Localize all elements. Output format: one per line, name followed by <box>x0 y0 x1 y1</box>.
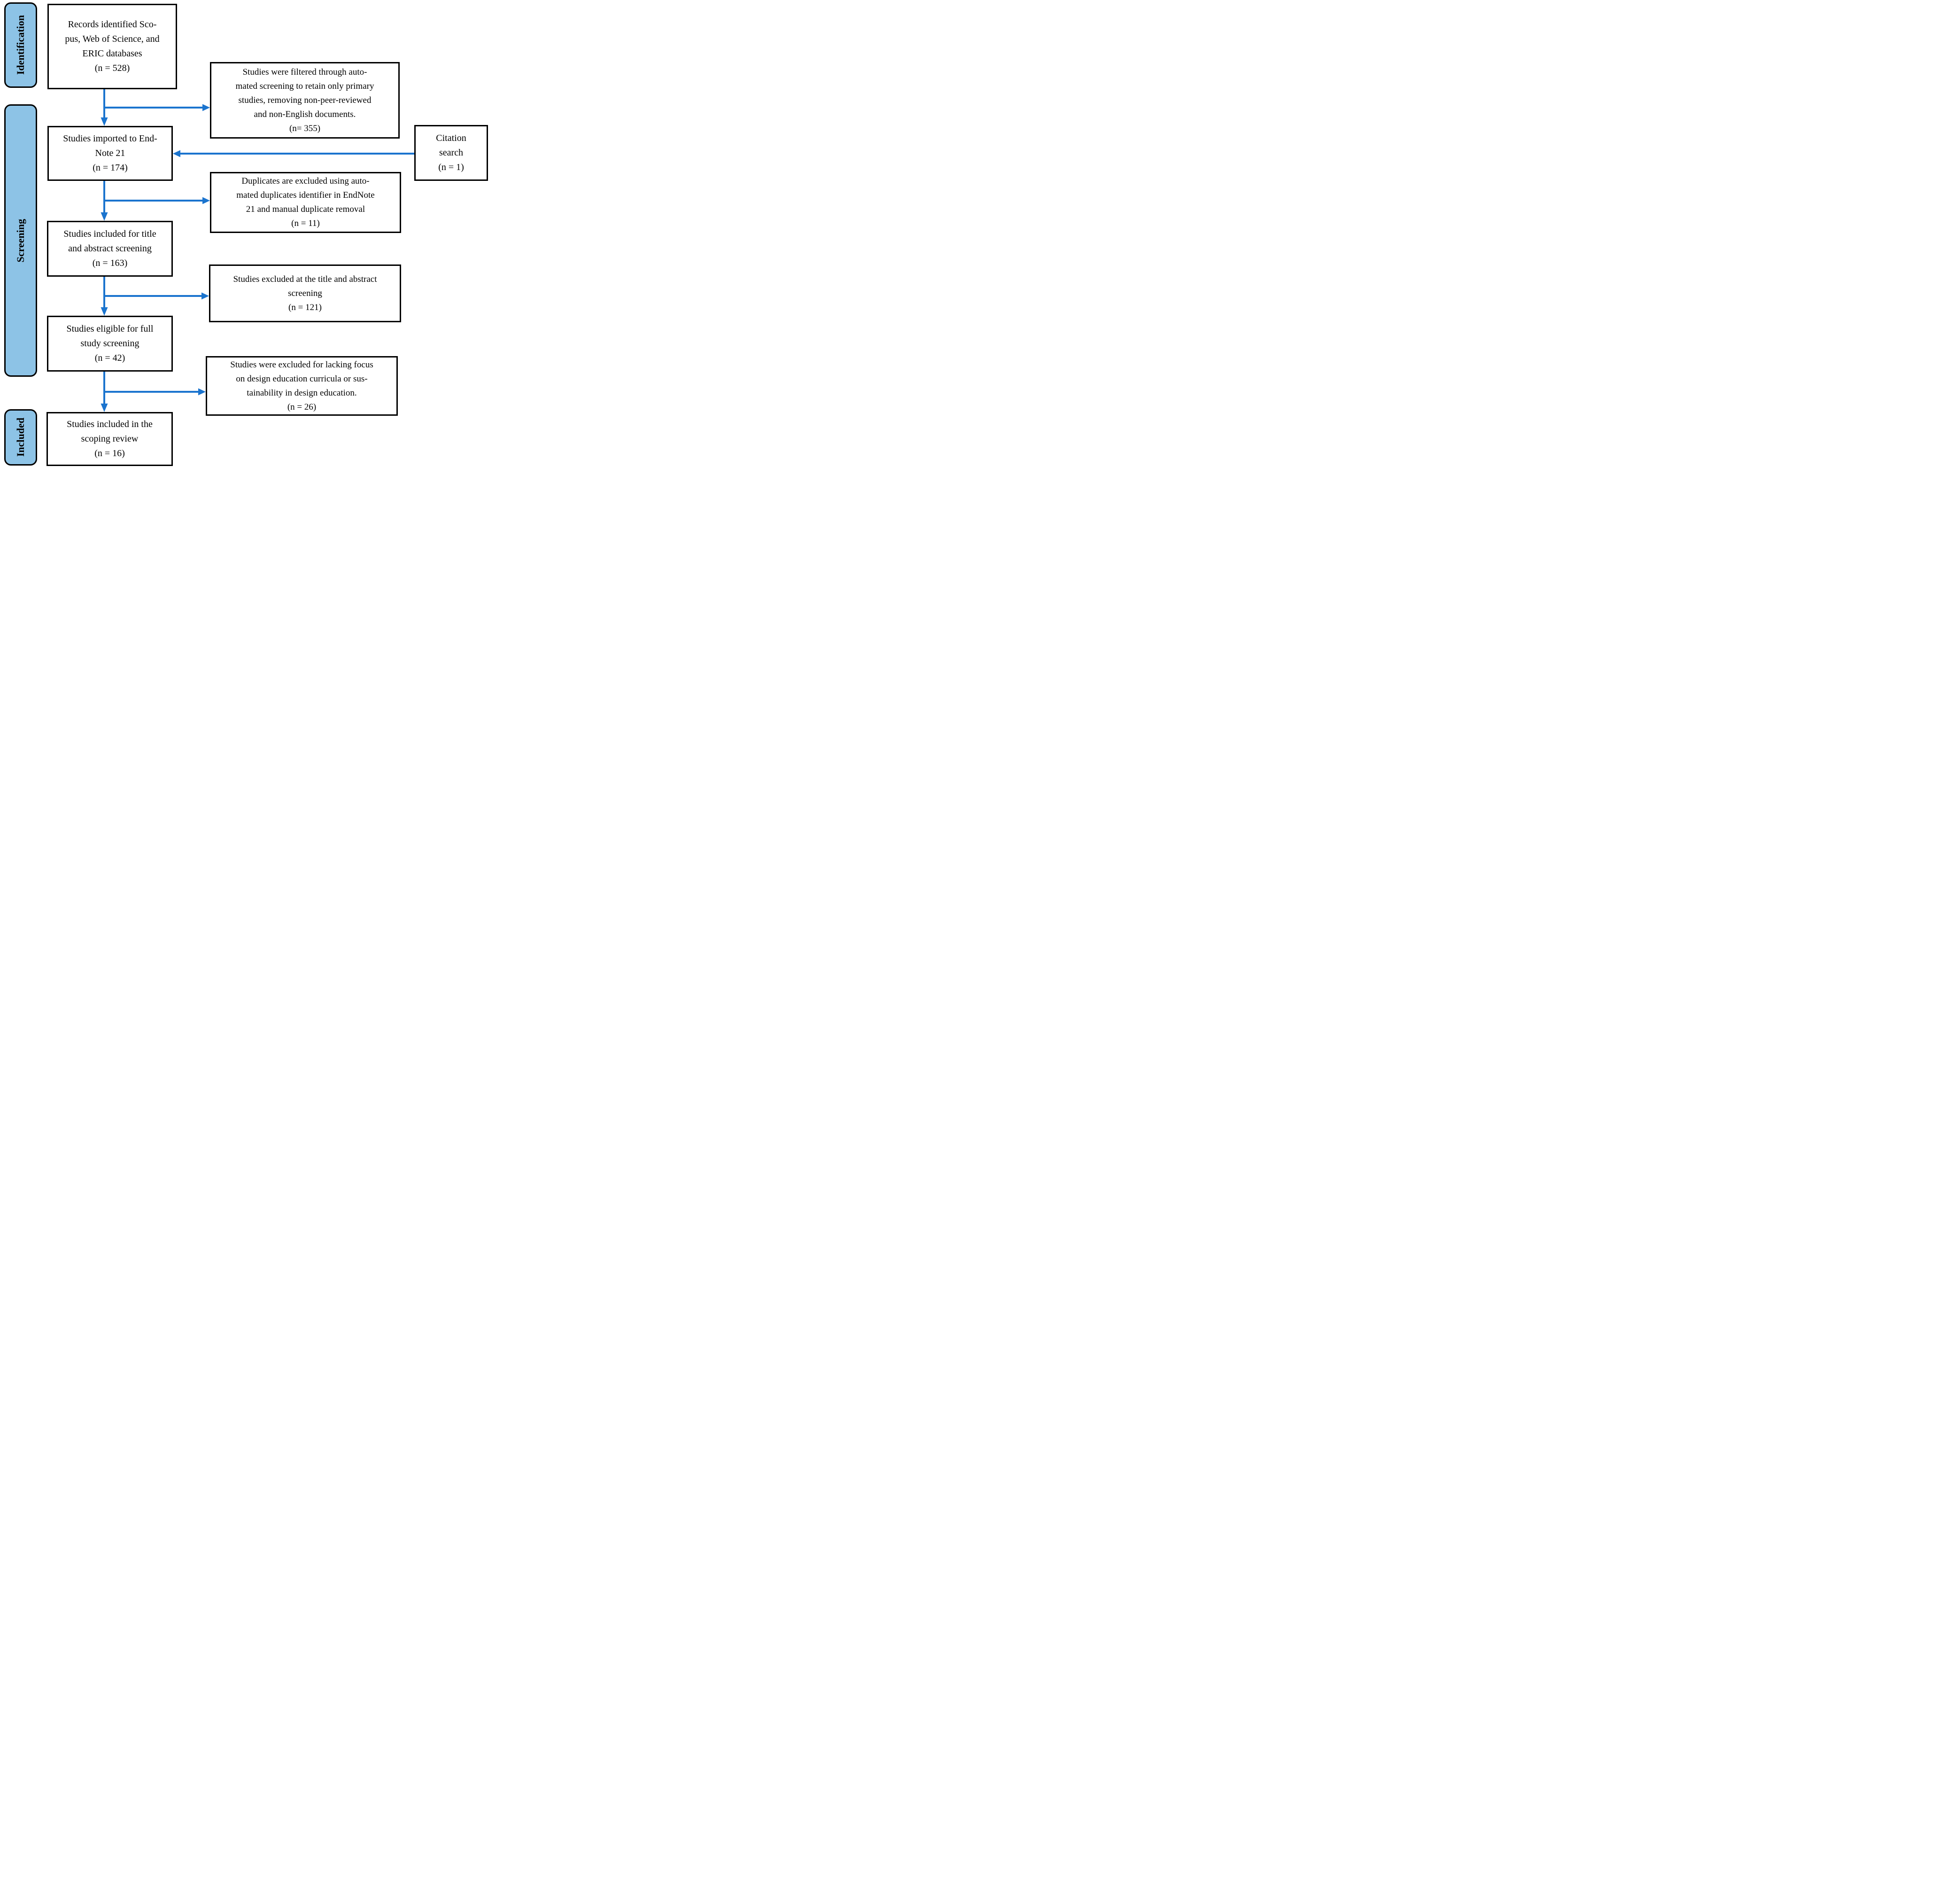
stage-label-screening: Screening <box>4 104 37 377</box>
flow-box-title-abstract-screening-text: Studies included for title and abstract … <box>63 229 156 268</box>
flow-box-excluded-lacking-focus: Studies were excluded for lacking focus … <box>206 356 398 416</box>
arrowhead-into-excluded-title <box>201 292 209 300</box>
flow-box-imported-endnote-text: Studies imported to End- Note 21 (n = 17… <box>63 133 157 173</box>
stage-label-included-text: Included <box>15 418 26 457</box>
stage-label-included: Included <box>4 409 37 466</box>
flow-box-included-scoping-review: Studies included in the scoping review (… <box>46 412 173 466</box>
prisma-flow-diagram: Identification Screening Included Record… <box>0 0 490 472</box>
flow-box-records-identified: Records identified Sco- pus, Web of Scie… <box>47 4 177 89</box>
flow-arrows <box>101 89 414 412</box>
flow-box-citation-search-text: Citation search (n = 1) <box>436 133 466 172</box>
arrowhead-into-excluded-focus <box>198 388 206 396</box>
flow-box-eligible-full-study: Studies eligible for full study screenin… <box>47 316 173 372</box>
arrowhead-into-duplicates <box>202 197 210 204</box>
flow-box-duplicates-excluded: Duplicates are excluded using auto- mate… <box>210 172 401 233</box>
stage-label-identification: Identification <box>4 2 37 88</box>
flow-box-duplicates-excluded-text: Duplicates are excluded using auto- mate… <box>236 176 375 228</box>
arrowhead-into-eligible <box>101 307 108 316</box>
stage-label-identification-text: Identification <box>15 15 26 75</box>
arrowhead-into-imported <box>101 117 108 126</box>
flow-box-excluded-title-abstract: Studies excluded at the title and abstra… <box>209 264 401 322</box>
arrowhead-into-included-review <box>101 404 108 412</box>
arrowhead-into-titleabstract <box>101 212 108 221</box>
flow-box-records-identified-text: Records identified Sco- pus, Web of Scie… <box>65 19 160 73</box>
arrowhead-citation-into-imported <box>173 150 180 157</box>
flow-box-imported-endnote: Studies imported to End- Note 21 (n = 17… <box>47 126 173 181</box>
flow-box-title-abstract-screening: Studies included for title and abstract … <box>47 221 173 277</box>
flow-box-excluded-lacking-focus-text: Studies were excluded for lacking focus … <box>230 359 373 412</box>
stage-label-screening-text: Screening <box>15 218 26 263</box>
arrowhead-into-filtered <box>202 104 210 111</box>
flow-box-automated-filtering: Studies were filtered through auto- mate… <box>210 62 400 139</box>
flow-box-excluded-title-abstract-text: Studies excluded at the title and abstra… <box>233 274 377 312</box>
flow-box-included-scoping-review-text: Studies included in the scoping review (… <box>67 419 153 459</box>
flow-box-eligible-full-study-text: Studies eligible for full study screenin… <box>66 324 154 363</box>
flow-box-citation-search: Citation search (n = 1) <box>414 125 488 181</box>
flow-box-automated-filtering-text: Studies were filtered through auto- mate… <box>235 67 374 133</box>
